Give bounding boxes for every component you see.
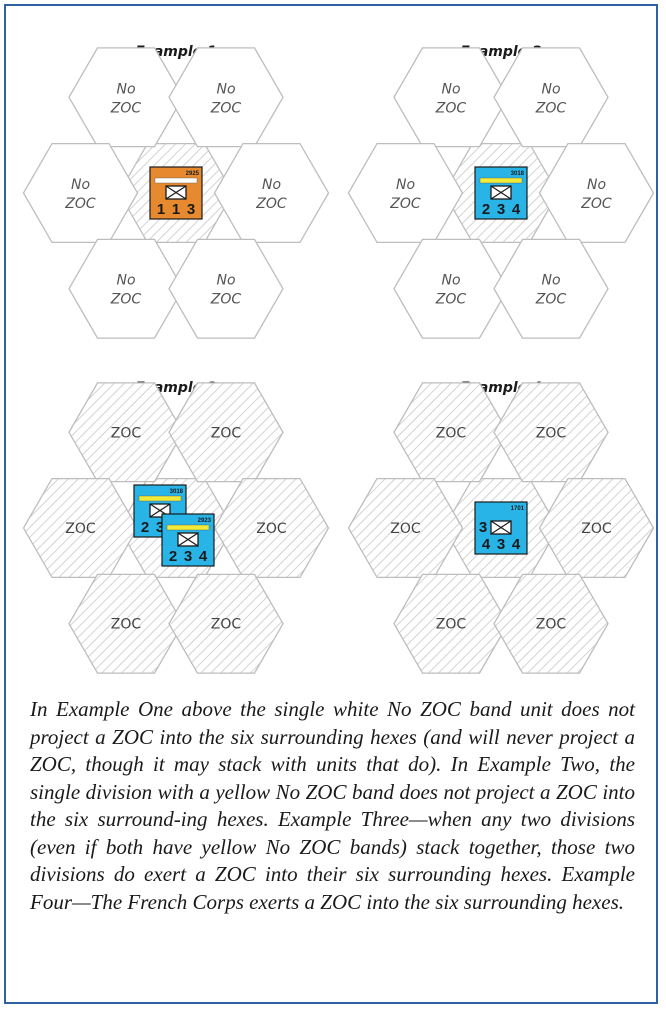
hex-label: ZOC [255, 196, 287, 212]
example-2-group: Example 2NoZOCNoZOCNoZOCNoZOCNoZOCNoZOC3… [347, 44, 655, 339]
hex-label: ZOC [536, 425, 567, 441]
hex-label: ZOC [211, 425, 242, 441]
hex-label: ZOC [536, 617, 567, 633]
unit-factor: 2 [169, 548, 177, 565]
hex-label: No [541, 81, 560, 97]
unit-factor: 4 [512, 201, 521, 218]
unit-factor: 4 [482, 536, 491, 553]
hex-label: No [216, 81, 235, 97]
hex-right [213, 142, 330, 244]
unit-factor: 3 [187, 201, 195, 218]
hex-label: ZOC [64, 196, 96, 212]
unit-factor: 3 [497, 201, 505, 218]
hex-label: No [262, 177, 281, 193]
hex-left [347, 142, 464, 244]
hex-label: ZOC [110, 100, 142, 116]
hex-bottom-right [493, 238, 609, 339]
symbol-cross-line [490, 520, 512, 535]
unit-id-label: 2925 [186, 171, 200, 177]
hex-label: ZOC [390, 521, 421, 537]
hex-label: No [71, 177, 90, 193]
hex-bottom-left [393, 238, 509, 339]
symbol-cross-line [177, 532, 199, 547]
hex-top-left [393, 382, 509, 483]
hex-label: ZOC [389, 196, 421, 212]
unit-factor: 1 [172, 201, 180, 218]
unit-factor: 4 [512, 536, 521, 553]
hex-left [22, 142, 139, 244]
hex-label: No [541, 273, 560, 289]
unit-factor: 4 [199, 548, 208, 565]
hex-top-left [393, 47, 509, 148]
hex-bottom-left [68, 573, 184, 674]
hex-bottom-left [393, 573, 509, 674]
hex-label: No [116, 81, 135, 97]
hex-label: No [441, 81, 460, 97]
hex-label: No [216, 273, 235, 289]
hex-label: ZOC [211, 617, 242, 633]
no-zoc-band [138, 495, 182, 502]
hex-top-left [68, 47, 184, 148]
example-3-group: Example 3ZOCZOCZOCZOCZOCZOC3018234292323… [22, 380, 330, 674]
unit-counter-background [474, 501, 528, 555]
hex-right [538, 142, 655, 244]
unit-id-label: 3018 [170, 489, 184, 495]
hex-label: ZOC [436, 425, 467, 441]
hex-label: No [587, 177, 606, 193]
hex-label: ZOC [111, 425, 142, 441]
hex-label: No [116, 273, 135, 289]
no-zoc-band [154, 177, 198, 184]
hex-label: ZOC [210, 292, 242, 308]
symbol-cross-line [165, 185, 187, 200]
symbol-cross-line [490, 185, 512, 200]
no-zoc-band [479, 177, 523, 184]
hex-label: No [441, 273, 460, 289]
hex-label: No [396, 177, 415, 193]
hex-label: ZOC [435, 292, 467, 308]
hex-bottom-right [493, 573, 609, 674]
hex-label: ZOC [535, 100, 567, 116]
zoc-examples-diagram: Example 1NoZOCNoZOCNoZOCNoZOCNoZOCNoZOC2… [22, 44, 655, 674]
hex-bottom-right [168, 238, 284, 339]
unit-factor: 2 [482, 201, 490, 218]
hex-label: ZOC [435, 100, 467, 116]
hex-label: ZOC [65, 521, 96, 537]
unit-factor: 2 [141, 519, 149, 536]
hex-label: ZOC [580, 196, 612, 212]
unit-factor: 3 [156, 519, 164, 536]
hex-label: ZOC [110, 292, 142, 308]
symbol-cross-line [149, 503, 171, 518]
unit-id-label: 1701 [511, 506, 525, 512]
hex-label: ZOC [436, 617, 467, 633]
unit-left-value: 3 [479, 519, 487, 536]
unit-id-label: 3018 [511, 171, 525, 177]
unit-factor: 3 [497, 536, 505, 553]
example-1-group: Example 1NoZOCNoZOCNoZOCNoZOCNoZOCNoZOC2… [22, 44, 330, 339]
no-zoc-band [166, 524, 210, 531]
hex-label: ZOC [111, 617, 142, 633]
hex-label: ZOC [581, 521, 612, 537]
hex-label: ZOC [535, 292, 567, 308]
unit-id-label: 2923 [198, 518, 212, 524]
caption-text: In Example One above the single white No… [30, 697, 635, 914]
hex-label: ZOC [256, 521, 287, 537]
unit-factor: 1 [157, 201, 165, 218]
hex-label: ZOC [210, 100, 242, 116]
hex-bottom-right [168, 573, 284, 674]
unit-factor: 3 [184, 548, 192, 565]
hex-top-left [68, 382, 184, 483]
hex-bottom-left [68, 238, 184, 339]
hex-right [538, 477, 655, 579]
